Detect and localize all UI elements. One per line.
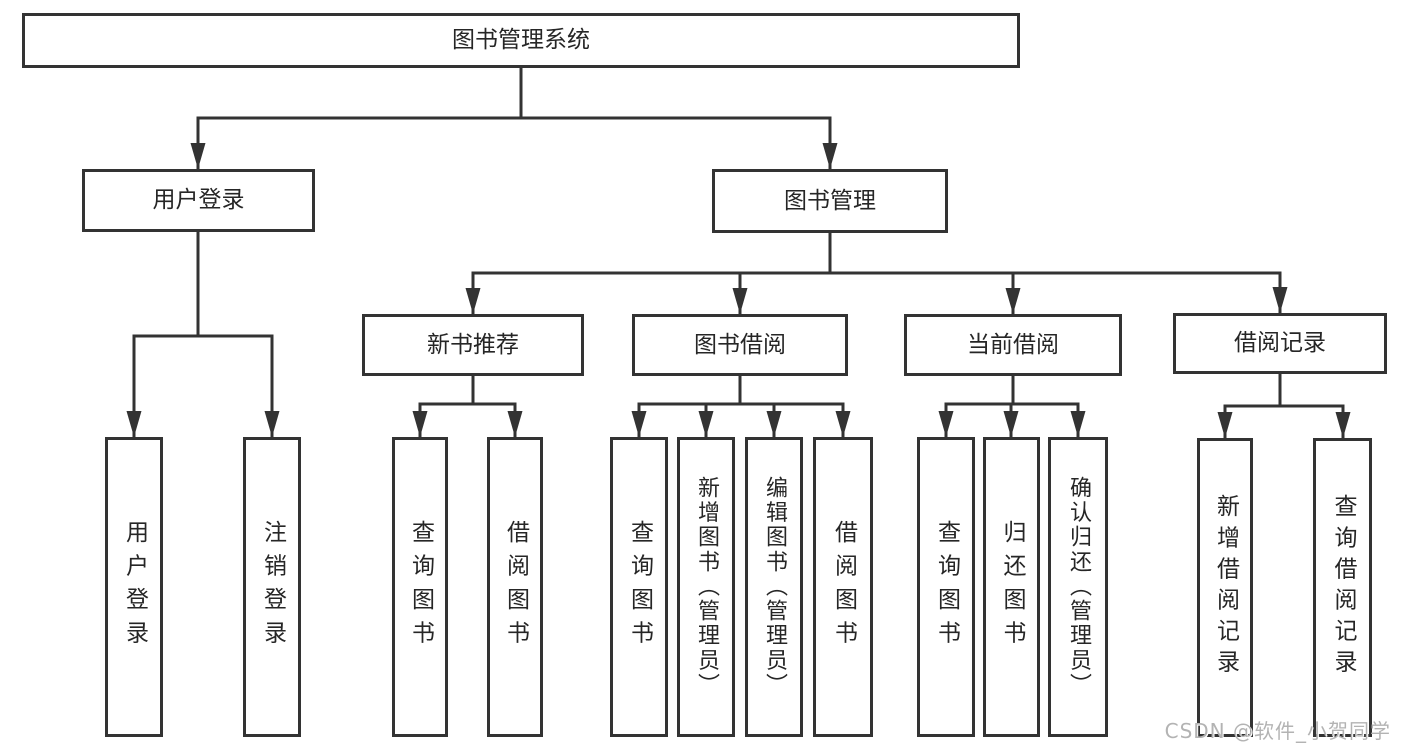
node-label: 查询借阅记录 [1330,494,1356,681]
node-user-login: 用户登录 [82,169,315,232]
leaf-add-borrow-record: 新增借阅记录 [1197,438,1253,737]
node-label: 借阅图书 [830,520,857,654]
node-label: 借阅图书 [502,520,529,654]
node-label: 查询图书 [933,520,960,654]
node-label: 编辑图书（管理员） [762,476,787,698]
leaf-query-borrow-record: 查询借阅记录 [1313,438,1372,737]
leaf-return-books: 归还图书 [983,437,1040,737]
node-label: 当前借阅 [967,331,1059,358]
node-current-borrow: 当前借阅 [904,314,1122,376]
node-label: 图书管理系统 [452,27,590,53]
node-label: 图书管理 [784,187,876,214]
leaf-user-login: 用户登录 [105,437,163,737]
leaf-borrow-books: 借阅图书 [487,437,543,737]
leaf-query-books: 查询图书 [610,437,668,737]
node-label: 新书推荐 [427,331,519,358]
node-label: 归还图书 [999,520,1025,654]
node-label: 图书借阅 [694,331,786,358]
leaf-logout: 注销登录 [243,437,301,737]
watermark: CSDN @软件_小贺同学 [1164,719,1391,743]
node-label: 确认归还（管理员） [1066,476,1091,698]
node-label: 注销登录 [259,520,286,654]
leaf-query-books: 查询图书 [392,437,448,737]
leaf-confirm-return-admin: 确认归还（管理员） [1048,437,1108,737]
node-label: 用户登录 [121,520,148,654]
node-label: 新增图书（管理员） [694,476,719,698]
node-label: 用户登录 [152,187,245,213]
leaf-edit-books-admin: 编辑图书（管理员） [745,437,803,737]
node-label: 查询图书 [407,520,434,654]
node-book-management: 图书管理 [712,169,948,233]
leaf-query-books: 查询图书 [917,437,975,737]
node-label: 查询图书 [626,520,653,654]
node-library-management-system: 图书管理系统 [22,13,1020,68]
leaf-borrow-books: 借阅图书 [813,437,873,737]
node-new-book-recommend: 新书推荐 [362,314,584,376]
node-label: 借阅记录 [1234,330,1326,356]
node-borrow-records: 借阅记录 [1173,313,1387,374]
node-label: 新增借阅记录 [1212,494,1239,681]
node-book-borrow: 图书借阅 [632,314,848,376]
leaf-add-books-admin: 新增图书（管理员） [677,437,735,737]
